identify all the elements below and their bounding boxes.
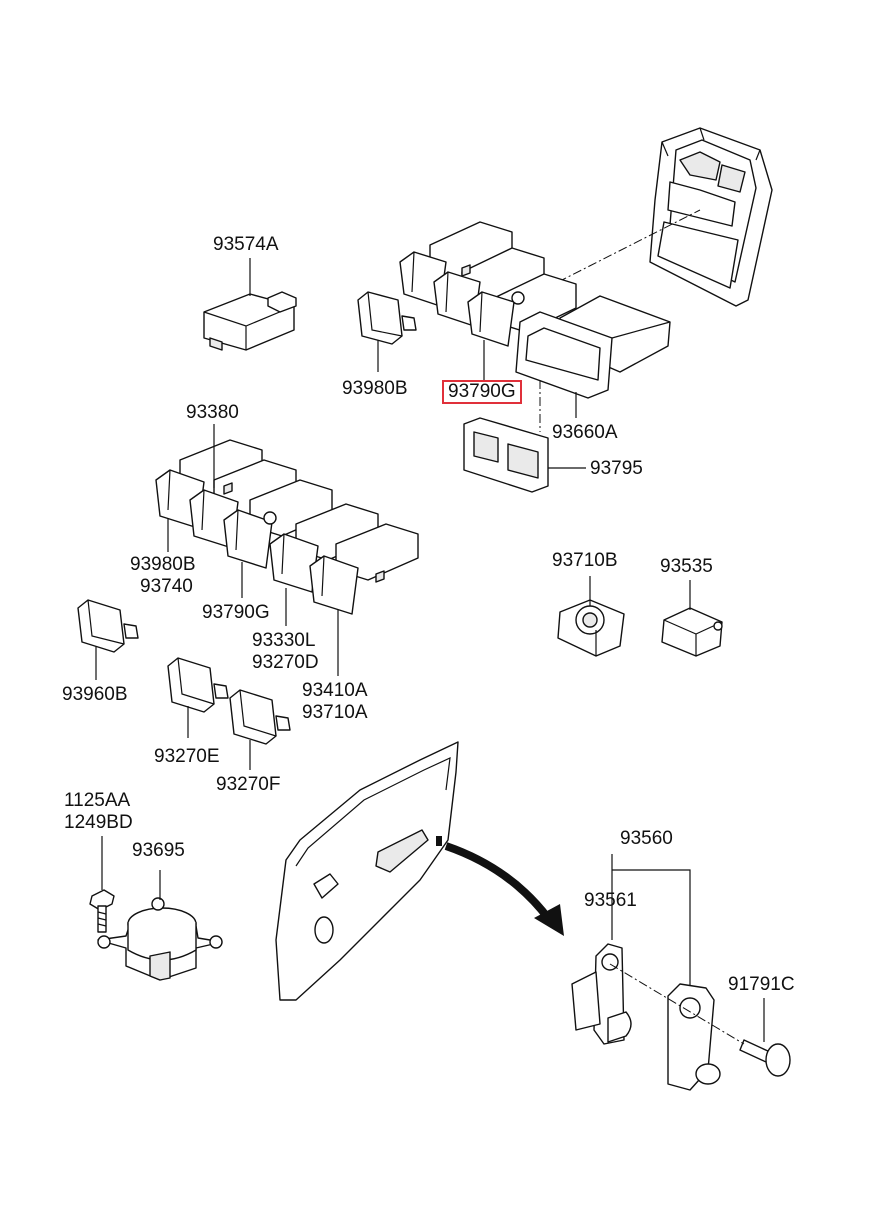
callout-93695: 93695 [132, 840, 185, 861]
callout-93270F: 93270F [216, 774, 281, 795]
callout-93560: 93560 [620, 828, 673, 849]
part-93980B-switch-top [357, 291, 417, 345]
callout-93270D: 93270D [252, 652, 319, 673]
callout-93740: 93740 [140, 576, 193, 597]
callout-93980B-top: 93980B [342, 378, 408, 399]
part-91791C-screw [739, 1039, 791, 1077]
part-93574A-module [203, 291, 297, 351]
callout-93561: 93561 [584, 890, 637, 911]
callout-93710B: 93710B [552, 550, 618, 571]
callout-93535: 93535 [660, 556, 713, 577]
callout-91791C: 91791C [728, 974, 795, 995]
part-93695-buzzer [97, 897, 223, 981]
part-93710B-switch [557, 599, 625, 657]
part-93795-insert [463, 417, 549, 493]
door-panel [275, 741, 459, 1001]
part-93660A-housing [515, 295, 671, 399]
callout-93710A: 93710A [302, 702, 368, 723]
callout-93790G-top-highlighted: 93790G [442, 380, 522, 404]
callout-93660A: 93660A [552, 422, 618, 443]
callout-93270E: 93270E [154, 746, 220, 767]
middle-switch-bank [155, 439, 419, 615]
part-1125AA-bolt [89, 889, 115, 933]
callout-1125AA: 1125AA [64, 790, 131, 811]
part-93270E-switch [167, 657, 229, 713]
callout-93980B-mid: 93980B [130, 554, 196, 575]
console-bezel-frame [649, 127, 773, 307]
callout-1249BD: 1249BD [64, 812, 133, 833]
part-93270F-switch [229, 689, 291, 745]
top-switch-bank [399, 221, 577, 347]
callout-93790G-mid: 93790G [202, 602, 270, 623]
callout-93574A: 93574A [213, 234, 279, 255]
part-93960B-switch [77, 599, 139, 653]
callout-93960B: 93960B [62, 684, 128, 705]
part-93535-module [661, 607, 723, 657]
part-93561-door-switch [571, 943, 632, 1045]
callout-93330L: 93330L [252, 630, 316, 651]
callout-93410A: 93410A [302, 680, 368, 701]
callout-93795: 93795 [590, 458, 643, 479]
callout-93380: 93380 [186, 402, 239, 423]
part-93560-bracket [667, 983, 721, 1091]
